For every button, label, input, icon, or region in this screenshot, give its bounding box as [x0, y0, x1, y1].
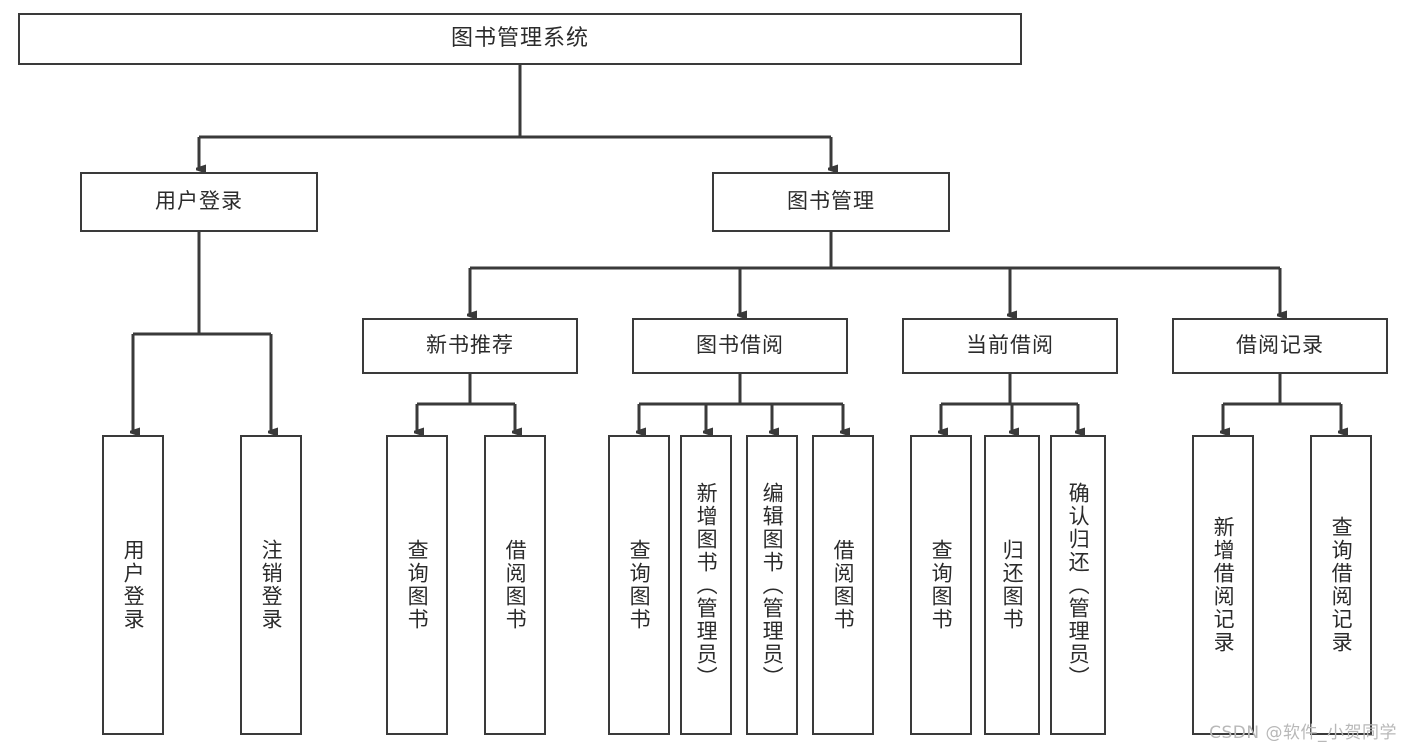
- node-leaf-confirm[interactable]: 确认归还（管理员）: [1050, 435, 1106, 735]
- node-leaf-logout[interactable]: 注销登录: [240, 435, 302, 735]
- node-label: 查询图书: [405, 539, 430, 631]
- node-leaf-add-rec[interactable]: 新增借阅记录: [1192, 435, 1254, 735]
- node-leaf-borrow-2[interactable]: 借阅图书: [812, 435, 874, 735]
- node-current-borrow[interactable]: 当前借阅: [902, 318, 1118, 374]
- node-label: 图书借阅: [696, 333, 784, 358]
- node-leaf-query-3[interactable]: 查询图书: [910, 435, 972, 735]
- node-label: 借阅图书: [503, 539, 528, 631]
- node-label: 查询借阅记录: [1329, 516, 1354, 654]
- node-label: 当前借阅: [966, 333, 1054, 358]
- node-borrow-record[interactable]: 借阅记录: [1172, 318, 1388, 374]
- node-book-borrow[interactable]: 图书借阅: [632, 318, 848, 374]
- node-label: 用户登录: [155, 189, 243, 214]
- node-label: 确认归还（管理员）: [1066, 481, 1091, 689]
- node-label: 查询图书: [929, 539, 954, 631]
- node-label: 借阅记录: [1236, 333, 1324, 358]
- node-label: 编辑图书（管理员）: [760, 481, 785, 689]
- node-root[interactable]: 图书管理系统: [18, 13, 1022, 65]
- node-book-manage[interactable]: 图书管理: [712, 172, 950, 232]
- node-label: 注销登录: [259, 539, 284, 631]
- node-leaf-borrow-1[interactable]: 借阅图书: [484, 435, 546, 735]
- node-leaf-edit-book[interactable]: 编辑图书（管理员）: [746, 435, 798, 735]
- node-leaf-query-2[interactable]: 查询图书: [608, 435, 670, 735]
- node-label: 图书管理: [787, 189, 875, 214]
- watermark-label: CSDN @软件_小贺同学: [1209, 723, 1397, 743]
- node-label: 借阅图书: [831, 539, 856, 631]
- node-label: 用户登录: [121, 539, 146, 631]
- node-leaf-return[interactable]: 归还图书: [984, 435, 1040, 735]
- node-label: 归还图书: [1000, 539, 1025, 631]
- node-leaf-query-rec[interactable]: 查询借阅记录: [1310, 435, 1372, 735]
- node-leaf-add-book[interactable]: 新增图书（管理员）: [680, 435, 732, 735]
- node-label: 新增借阅记录: [1211, 516, 1236, 654]
- node-label: 新增图书（管理员）: [694, 481, 719, 689]
- node-user-login[interactable]: 用户登录: [80, 172, 318, 232]
- node-leaf-query-1[interactable]: 查询图书: [386, 435, 448, 735]
- node-leaf-user-login[interactable]: 用户登录: [102, 435, 164, 735]
- node-label: 查询图书: [627, 539, 652, 631]
- node-label: 新书推荐: [426, 333, 514, 358]
- node-label: 图书管理系统: [450, 25, 589, 51]
- node-new-book-rec[interactable]: 新书推荐: [362, 318, 578, 374]
